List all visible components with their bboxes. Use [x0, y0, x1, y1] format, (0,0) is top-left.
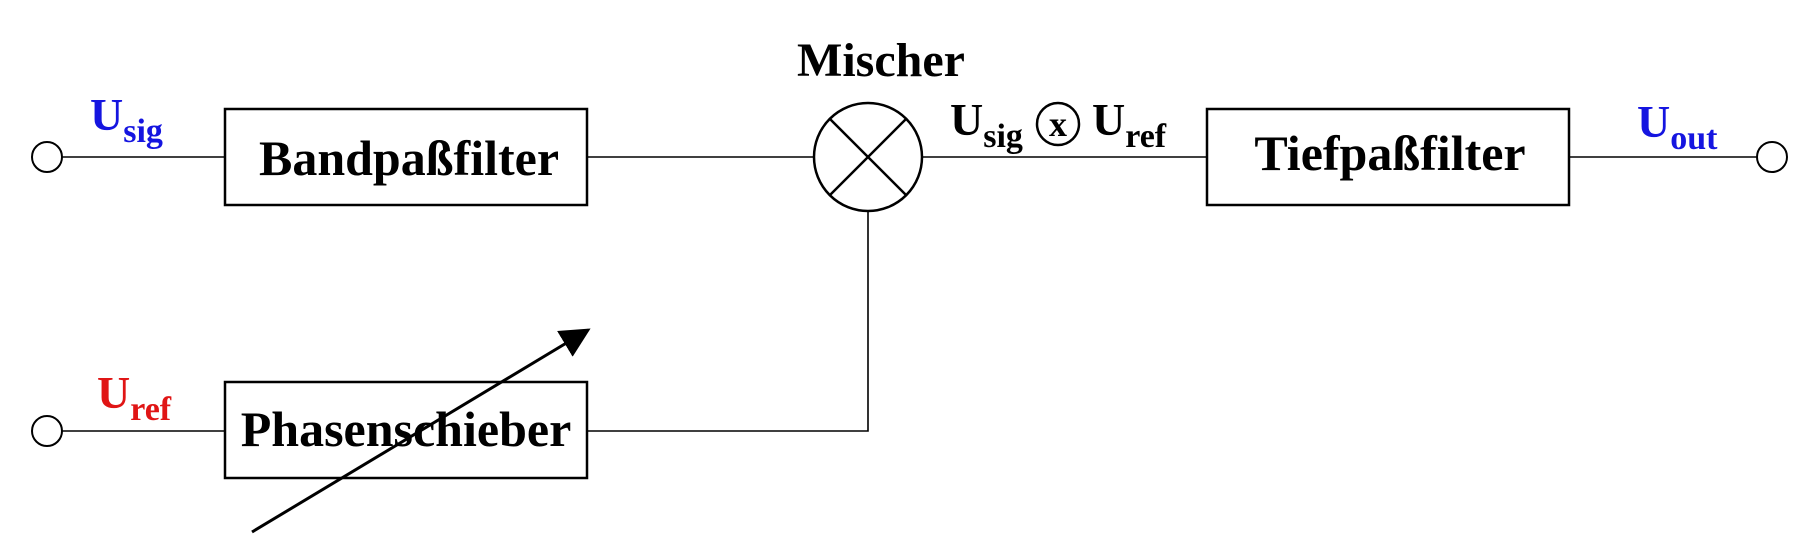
mixer-output-right: Uref [1092, 94, 1167, 155]
output-label: Uout [1637, 96, 1718, 157]
mixer-title: Mischer [797, 34, 965, 87]
wires [62, 156, 1757, 432]
phase-shifter-block: Phasenschieber [223, 380, 589, 480]
adjustable-arrow-icon [251, 328, 591, 534]
lowpass-filter-label: Tiefpaßfilter [1254, 125, 1525, 181]
terminal-ref-in [31, 415, 63, 447]
terminal-out [1756, 141, 1788, 173]
lowpass-filter-block: Tiefpaßfilter [1205, 107, 1571, 207]
mixer-symbol [812, 101, 924, 213]
reference-input-label: Uref [97, 367, 172, 428]
bandpass-filter-label: Bandpaßfilter [259, 130, 559, 186]
mixer-output-left: Usig [950, 94, 1023, 155]
phase-shifter-label: Phasenschieber [241, 401, 572, 457]
bandpass-filter-block: Bandpaßfilter [223, 107, 589, 207]
terminal-sig-in [31, 141, 63, 173]
mixer-operator-circle [1035, 101, 1081, 147]
signal-input-label: Usig [90, 89, 163, 150]
mixer-operator: x [1049, 104, 1067, 144]
wire-phase-to-mixer [587, 211, 869, 432]
